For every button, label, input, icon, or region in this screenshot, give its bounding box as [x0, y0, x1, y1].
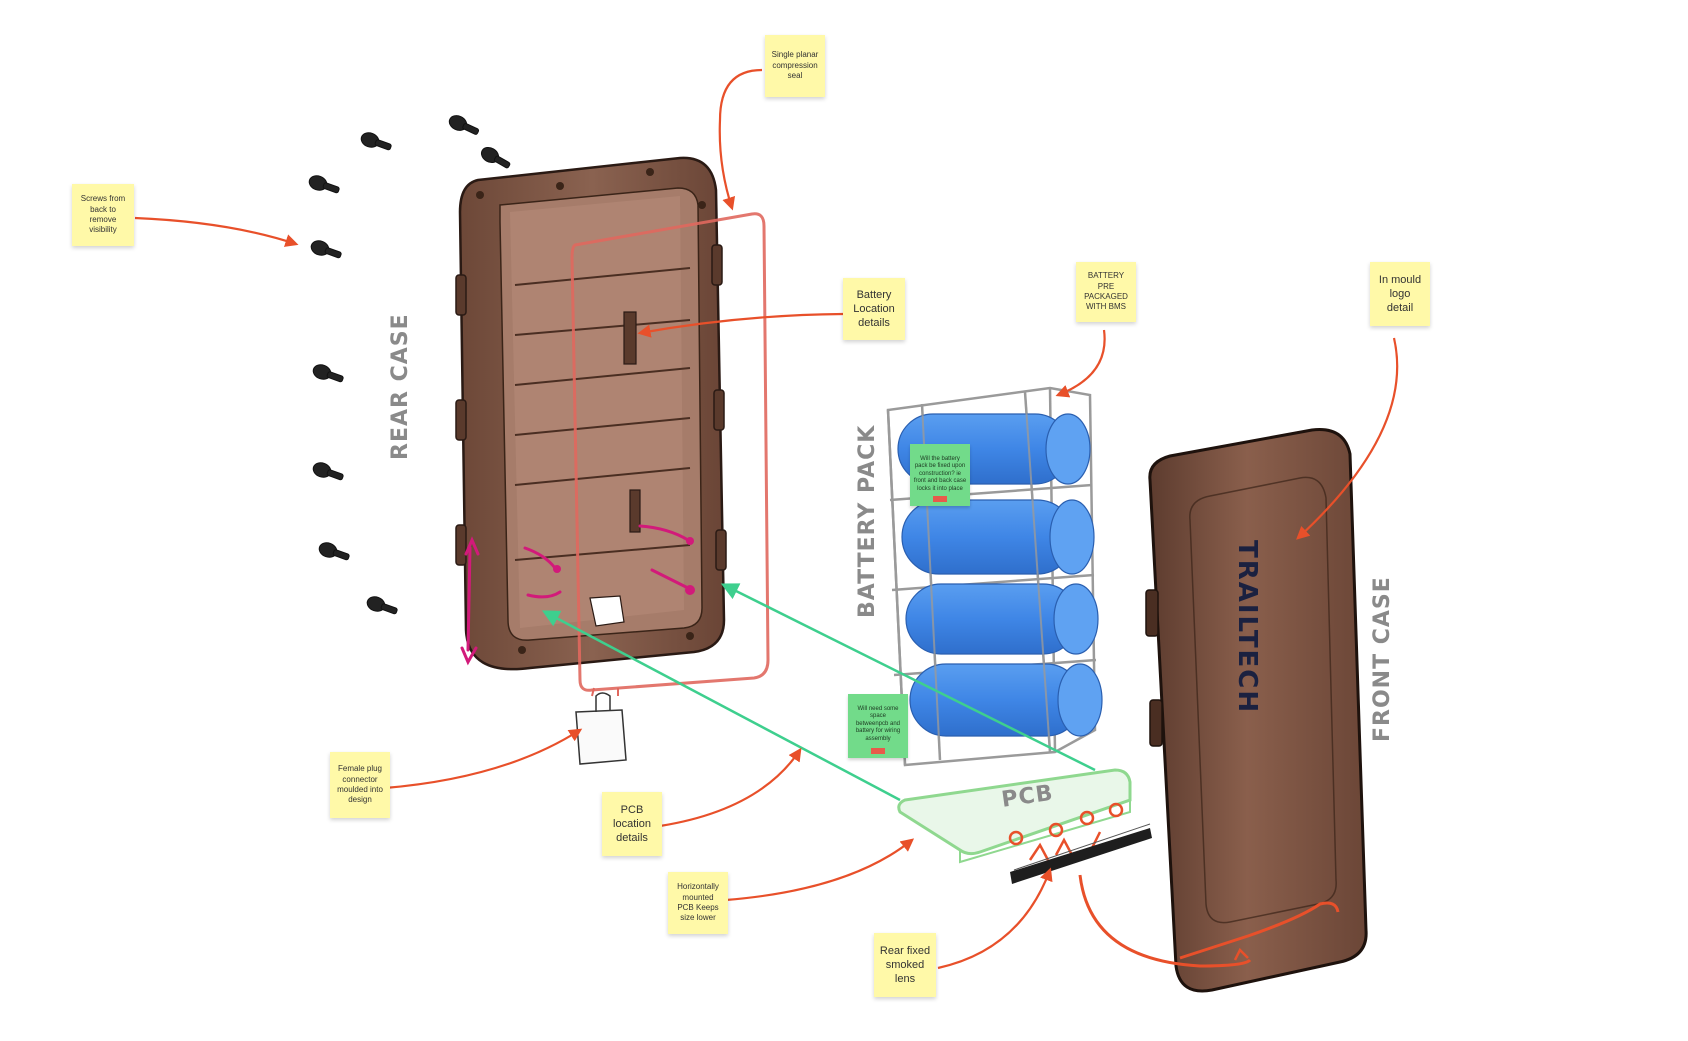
screw-icon — [448, 115, 480, 135]
note-battery-location: Battery Location details — [843, 278, 905, 340]
battery-pack-label: BATTERY PACK — [855, 424, 880, 618]
note-battery-prepackaged: BATTERY PRE PACKAGED WITH BMS — [1076, 262, 1136, 322]
comment-battery-fixing-text: Will the battery pack be fixed upon cons… — [913, 455, 967, 492]
screw-icon — [360, 132, 392, 151]
note-horizontal-pcb: Horizontally mounted PCB Keeps size lowe… — [668, 872, 728, 934]
screw-icon — [480, 146, 511, 169]
battery-cell — [905, 583, 1099, 655]
rear-case-label: REAR CASE — [388, 313, 413, 460]
battery-cell — [909, 663, 1103, 737]
trailtech-logo: TRAILTECH — [1232, 540, 1262, 715]
comment-space-text: Will need some space betweenpcb and batt… — [855, 705, 901, 742]
compression-seal — [570, 212, 770, 692]
note-smoked-lens: Rear fixed smoked lens — [874, 933, 936, 997]
front-case-label: FRONT CASE — [1370, 576, 1395, 742]
screw-icon — [312, 364, 344, 383]
comment-space: Will need some space betweenpcb and batt… — [848, 694, 908, 758]
front-case — [1145, 428, 1368, 993]
note-screws: Screws from back to remove visibility — [72, 184, 134, 246]
screw-icon — [310, 240, 342, 259]
screw-icon — [318, 542, 350, 561]
battery-cell — [901, 499, 1095, 575]
screw-icon — [312, 462, 344, 481]
female-plug-connector — [575, 687, 627, 765]
note-female-plug: Female plug connector moulded into desig… — [330, 752, 390, 818]
screw-icon — [308, 175, 340, 194]
comment-battery-fixing: Will the battery pack be fixed upon cons… — [910, 444, 970, 506]
rear-case — [455, 156, 727, 671]
screw-icon — [366, 596, 398, 615]
note-pcb-location: PCB location details — [602, 792, 662, 856]
screws-group — [308, 115, 511, 615]
comment-flag — [933, 496, 947, 502]
note-logo: In mould logo detail — [1370, 262, 1430, 326]
note-seal: Single planar compression seal — [765, 35, 825, 97]
comment-flag — [871, 748, 885, 754]
